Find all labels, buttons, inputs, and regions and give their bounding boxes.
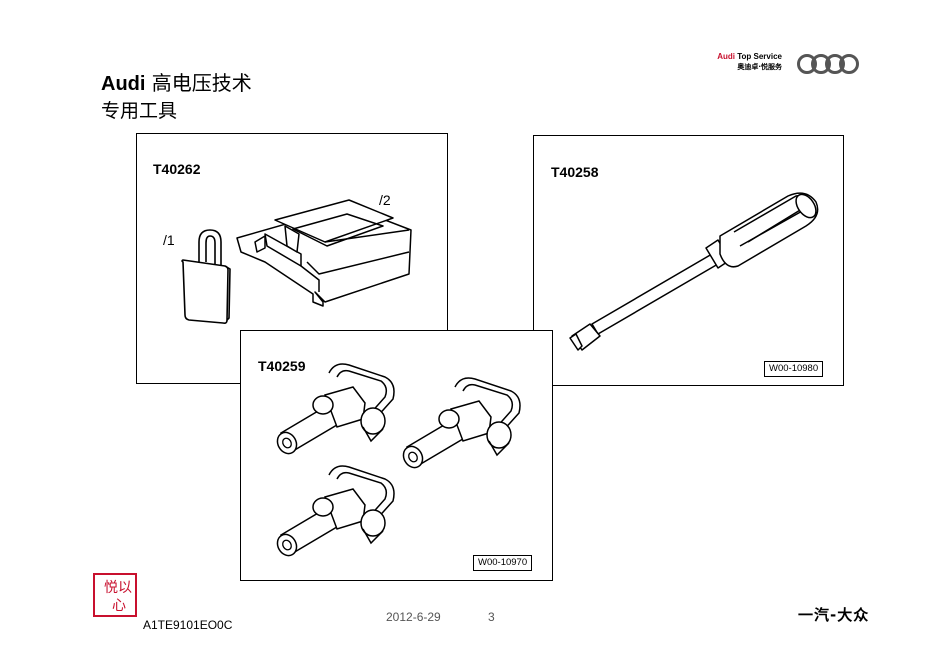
seal-stamp-icon: 悦 以 心 xyxy=(92,572,138,618)
faw-vw-logo: 一汽-大众 xyxy=(798,606,870,624)
svg-text:悦: 悦 xyxy=(104,580,118,596)
tool-id-label: T40262 xyxy=(153,161,201,177)
page-number: 3 xyxy=(488,610,495,624)
shackle-plug-icon xyxy=(272,363,521,560)
tool-panel-t40258: T40258 W00-10980 xyxy=(533,135,844,386)
document-code: A1TE9101EO0C xyxy=(143,618,233,632)
service-brand: Audi xyxy=(717,52,735,61)
lock-bracket-icon xyxy=(236,199,412,307)
part-label-2: /2 xyxy=(379,192,391,208)
svg-text:以: 以 xyxy=(118,580,132,596)
padlock-icon xyxy=(181,229,231,324)
audi-top-service-logo: Audi Top Service 奥迪卓·悦服务 xyxy=(690,52,782,72)
audi-rings-logo-icon xyxy=(797,54,859,74)
page-subtitle: 专用工具 xyxy=(101,100,178,122)
service-slogan: 奥迪卓·悦服务 xyxy=(737,63,782,71)
tool-id-label: T40259 xyxy=(258,358,306,374)
service-name: Top Service xyxy=(737,52,782,61)
title-text: 高电压技术 xyxy=(151,71,252,95)
tool-id-label: T40258 xyxy=(551,164,599,180)
part-label-1: /1 xyxy=(163,232,175,248)
tool-panel-t40262: T40262 /1 /2 xyxy=(136,133,448,384)
tool-panel-t40259: T40259 W00-10970 xyxy=(240,330,553,581)
page-title: Audi 高电压技术 xyxy=(101,70,252,97)
drawing-ref: W00-10970 xyxy=(473,555,533,571)
screwdriver-tool-icon xyxy=(569,192,819,351)
svg-text:心: 心 xyxy=(112,598,126,614)
title-brand: Audi xyxy=(101,73,146,95)
document-date: 2012-6-29 xyxy=(386,610,441,624)
drawing-ref: W00-10980 xyxy=(764,361,824,377)
